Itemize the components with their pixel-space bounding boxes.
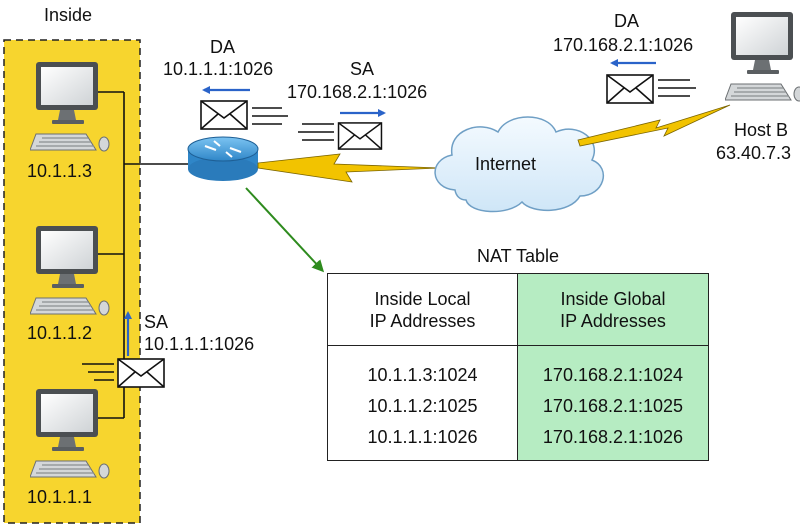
packet-address: 170.168.2.1:1026 [287,82,427,102]
host-ip-label: 10.1.1.2 [27,323,92,343]
pc-host-b-icon [725,11,800,102]
wan-link-lightning-hostb [577,104,731,147]
packet-address: 10.1.1.1:1026 [144,334,254,354]
nat-column-inside-local: 10.1.1.3:1024 10.1.1.2:1025 10.1.1.1:102… [328,346,518,460]
nat-cell-local: 10.1.1.1:1026 [367,427,478,447]
inside-label: Inside [44,5,92,25]
nat-cell-local: 10.1.1.2:1025 [367,396,478,416]
host-ip-label: 10.1.1.1 [27,487,92,507]
nat-table: Inside Local IP Addresses Inside Global … [327,273,709,461]
envelope-icon [200,100,248,130]
packet-tag: SA [350,59,374,79]
packet-tag: DA [210,37,235,57]
nat-column-inside-global: 170.168.2.1:1024 170.168.2.1:1025 170.16… [518,346,708,460]
nat-cell-local: 10.1.1.3:1024 [367,365,478,385]
host-b-name: Host B [734,120,788,140]
router-icon [187,136,259,181]
hostb-reply-packet: DA 170.168.2.1:1026 [553,11,696,104]
router-inbound-packet: DA 10.1.1.1:1026 [163,37,288,130]
packet-tag: DA [614,11,639,31]
nat-header-inside-global: Inside Global IP Addresses [518,274,708,346]
envelope-icon [606,74,654,104]
nat-header-text: Inside Local [374,288,471,309]
nat-header-text: IP Addresses [560,310,666,331]
packet-address: 10.1.1.1:1026 [163,59,273,79]
nat-header-text: IP Addresses [369,310,476,331]
cloud-label: Internet [475,154,536,174]
host-b-ip: 63.40.7.3 [716,143,791,163]
internet-cloud-icon: Internet [434,116,604,213]
wan-link-lightning [257,153,441,183]
host-ip-label: 10.1.1.3 [27,161,92,181]
envelope-icon [117,358,165,388]
nat-cell-global: 170.168.2.1:1026 [542,427,684,447]
packet-address: 170.168.2.1:1026 [553,35,693,55]
nat-header-text: Inside Global [560,288,666,309]
router-to-nat-arrow [245,187,325,273]
nat-table-title: NAT Table [476,246,560,266]
nat-cell-global: 170.168.2.1:1024 [542,365,684,385]
router-outbound-packet: SA 170.168.2.1:1026 [287,59,427,150]
envelope-icon [337,122,383,150]
inside-outbound-packet: SA 10.1.1.1:1026 [82,311,254,388]
nat-cell-global: 170.168.2.1:1025 [542,396,684,416]
nat-header-inside-local: Inside Local IP Addresses [328,274,518,346]
packet-tag: SA [144,312,168,332]
